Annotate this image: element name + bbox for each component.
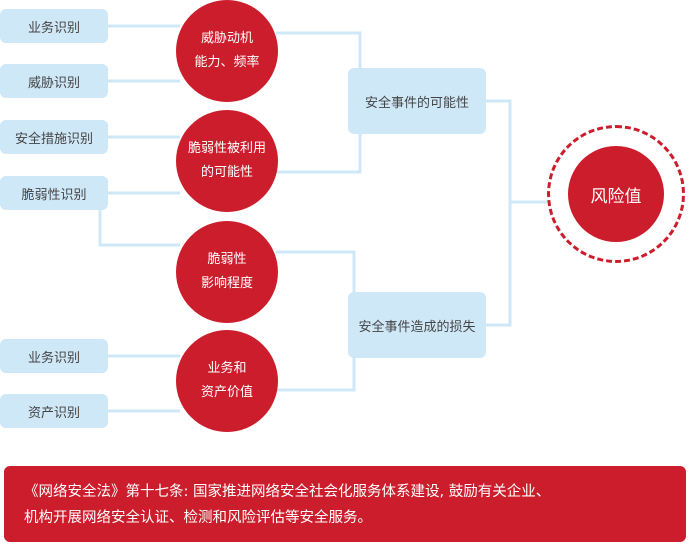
- left-item-asset: 资产识别: [0, 394, 108, 428]
- left-item-threat: 威胁识别: [0, 64, 108, 98]
- risk-value-circle: 风险值: [568, 146, 664, 242]
- mid-box-label: 安全事件造成的损失: [358, 319, 476, 335]
- footer-line1: 《网络安全法》第十七条: 国家推进网络安全社会化服务体系建设, 鼓励有关企业、: [24, 484, 551, 500]
- circle-vulnerability-impact: 脆弱性 影响程度: [176, 221, 278, 323]
- risk-dashed-ring: [547, 125, 685, 263]
- left-item-business: 业务识别: [0, 9, 108, 43]
- circle-line2: 资产价值: [200, 385, 253, 400]
- circle-line2: 的可能性: [200, 165, 253, 180]
- left-item-label: 资产识别: [27, 405, 80, 421]
- left-item-label: 脆弱性识别: [21, 187, 87, 203]
- circle-line1: 脆弱性: [207, 252, 247, 267]
- circle-exploit-likelihood: 脆弱性被利用 的可能性: [176, 110, 278, 212]
- circle-line1: 脆弱性被利用: [187, 141, 266, 156]
- left-item-label: 业务识别: [27, 20, 80, 36]
- left-item-label: 业务识别: [27, 350, 80, 366]
- risk-value-label: 风险值: [590, 186, 642, 207]
- circle-line1: 业务和: [207, 361, 247, 376]
- mid-box-likelihood: 安全事件的可能性: [348, 68, 486, 134]
- left-item-label: 安全措施识别: [14, 131, 93, 147]
- footer-banner: 《网络安全法》第十七条: 国家推进网络安全社会化服务体系建设, 鼓励有关企业、 …: [4, 466, 686, 542]
- mid-box-loss: 安全事件造成的损失: [348, 292, 486, 358]
- left-item-vulnerability: 脆弱性识别: [0, 176, 108, 210]
- circle-line2: 影响程度: [200, 276, 253, 291]
- circle-asset-value: 业务和 资产价值: [176, 330, 278, 432]
- circle-threat-motivation: 威胁动机 能力、频率: [176, 0, 278, 102]
- circle-line1: 威胁动机: [200, 31, 253, 46]
- footer-line2: 机构开展网络安全认证、检测和风险评估等安全服务。: [24, 510, 372, 526]
- circle-line2: 能力、频率: [194, 55, 260, 70]
- left-item-business-2: 业务识别: [0, 339, 108, 373]
- mid-box-label: 安全事件的可能性: [364, 95, 469, 111]
- left-item-safeguard: 安全措施识别: [0, 120, 108, 154]
- left-item-label: 威胁识别: [27, 75, 80, 91]
